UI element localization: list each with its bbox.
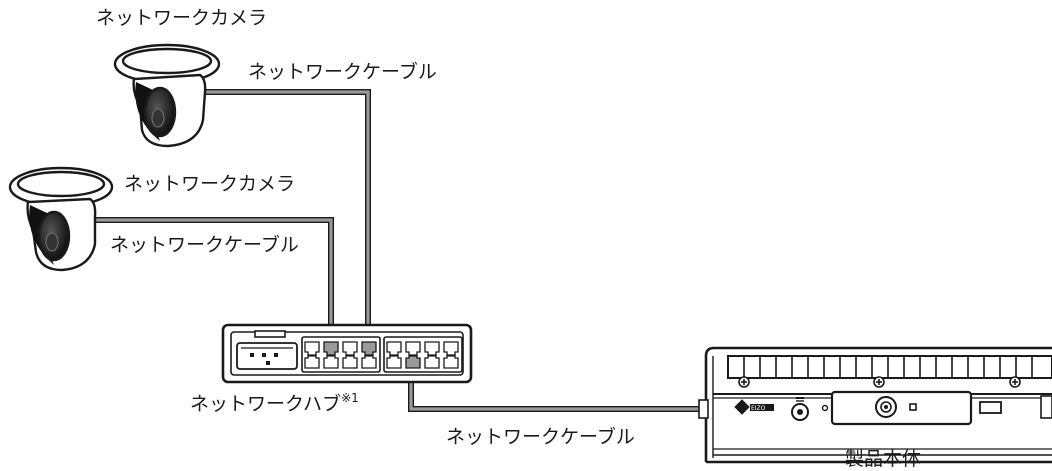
- camera-top-label: ネットワークカメラ: [96, 7, 268, 29]
- cable-top-label: ネットワークケーブル: [248, 61, 437, 83]
- product-body: EIZO: [698, 346, 1052, 464]
- cable-bottom-label: ネットワークケーブル: [446, 426, 635, 448]
- product-screws: [738, 376, 1021, 388]
- hub-label-text: ネットワークハブ: [190, 393, 342, 415]
- network-camera-left: [8, 166, 114, 272]
- hub-footnote-mark: ※1: [341, 391, 359, 405]
- network-camera-top: [113, 43, 221, 148]
- cable-left-label: ネットワークケーブル: [110, 234, 299, 256]
- cable-left: [92, 217, 334, 348]
- hub-ports: [304, 341, 459, 369]
- product-vent-slats: [743, 356, 1033, 378]
- product-label: 製品本体: [845, 448, 922, 470]
- product-logo-text: EIZO: [751, 405, 766, 412]
- camera-left-label: ネットワークカメラ: [124, 173, 296, 195]
- hub-label: ネットワークハブ※1: [190, 392, 359, 414]
- cable-top: [205, 89, 371, 348]
